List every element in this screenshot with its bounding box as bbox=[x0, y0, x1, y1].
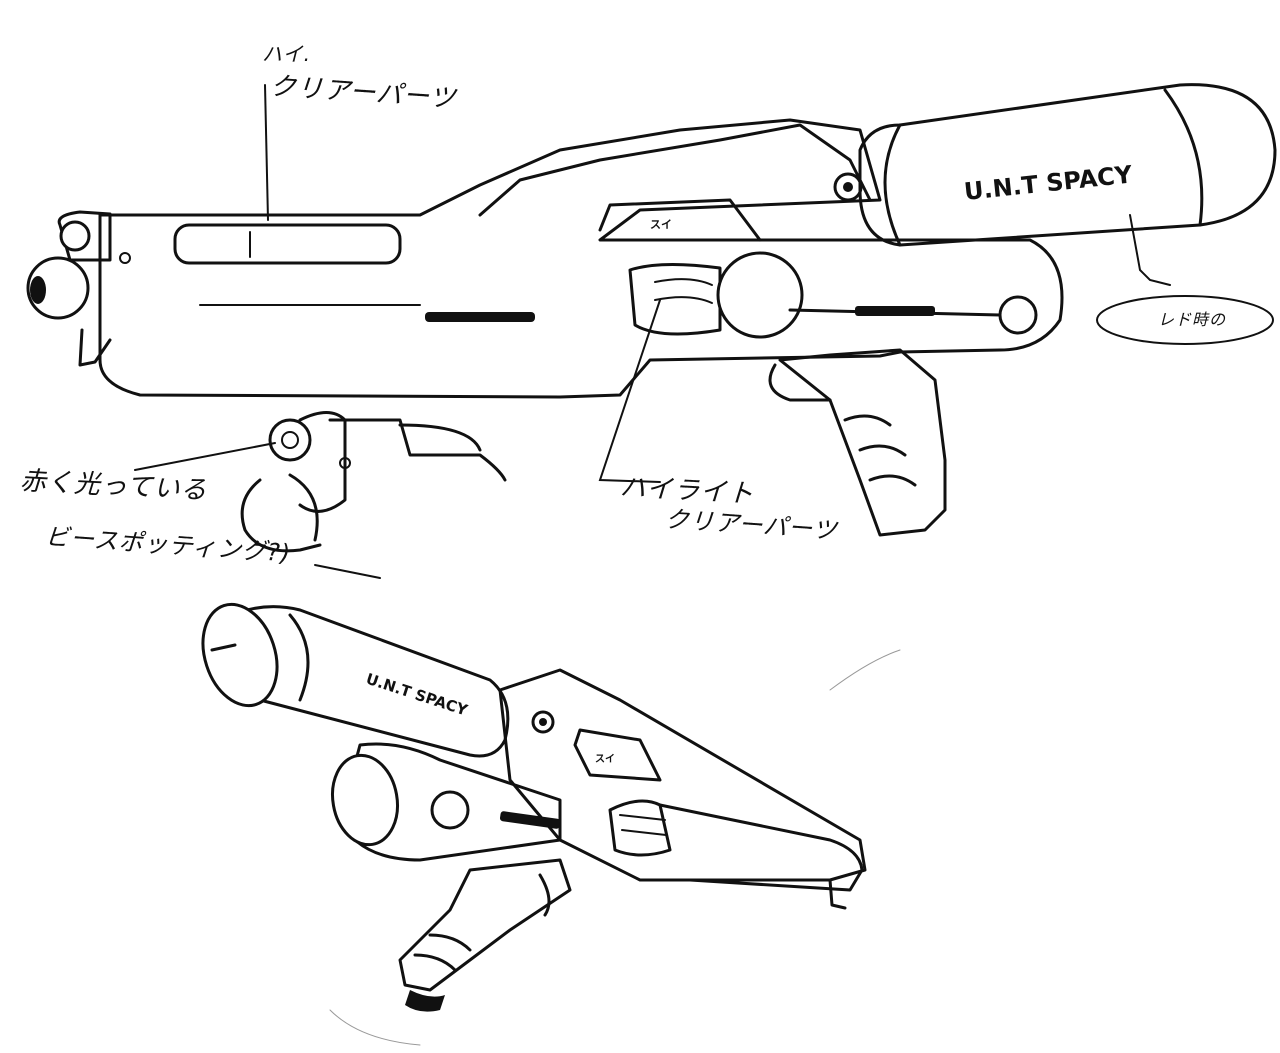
leader-line-state bbox=[1129, 214, 1171, 286]
clear-parts-prefix: ハイ. bbox=[262, 42, 311, 66]
top-weapon-marking: U.N.T SPACY bbox=[963, 160, 1134, 206]
switch-label-top: スイ bbox=[650, 218, 672, 231]
bottom-weapon bbox=[201, 602, 867, 1012]
state-note: レド時の bbox=[1158, 310, 1227, 329]
paper-arc-mark-bottom bbox=[329, 1009, 421, 1046]
state-callout-bubble bbox=[1096, 295, 1274, 345]
paper-arc-mark bbox=[829, 649, 901, 691]
muzzle-detail bbox=[134, 411, 507, 579]
top-weapon bbox=[26, 83, 1277, 537]
leader-line-clear-parts bbox=[264, 84, 269, 221]
switch-label-bottom: スイ bbox=[595, 753, 615, 765]
leader-line-highlight bbox=[598, 299, 661, 483]
bottom-weapon-marking: U.N.T SPACY bbox=[364, 670, 471, 720]
